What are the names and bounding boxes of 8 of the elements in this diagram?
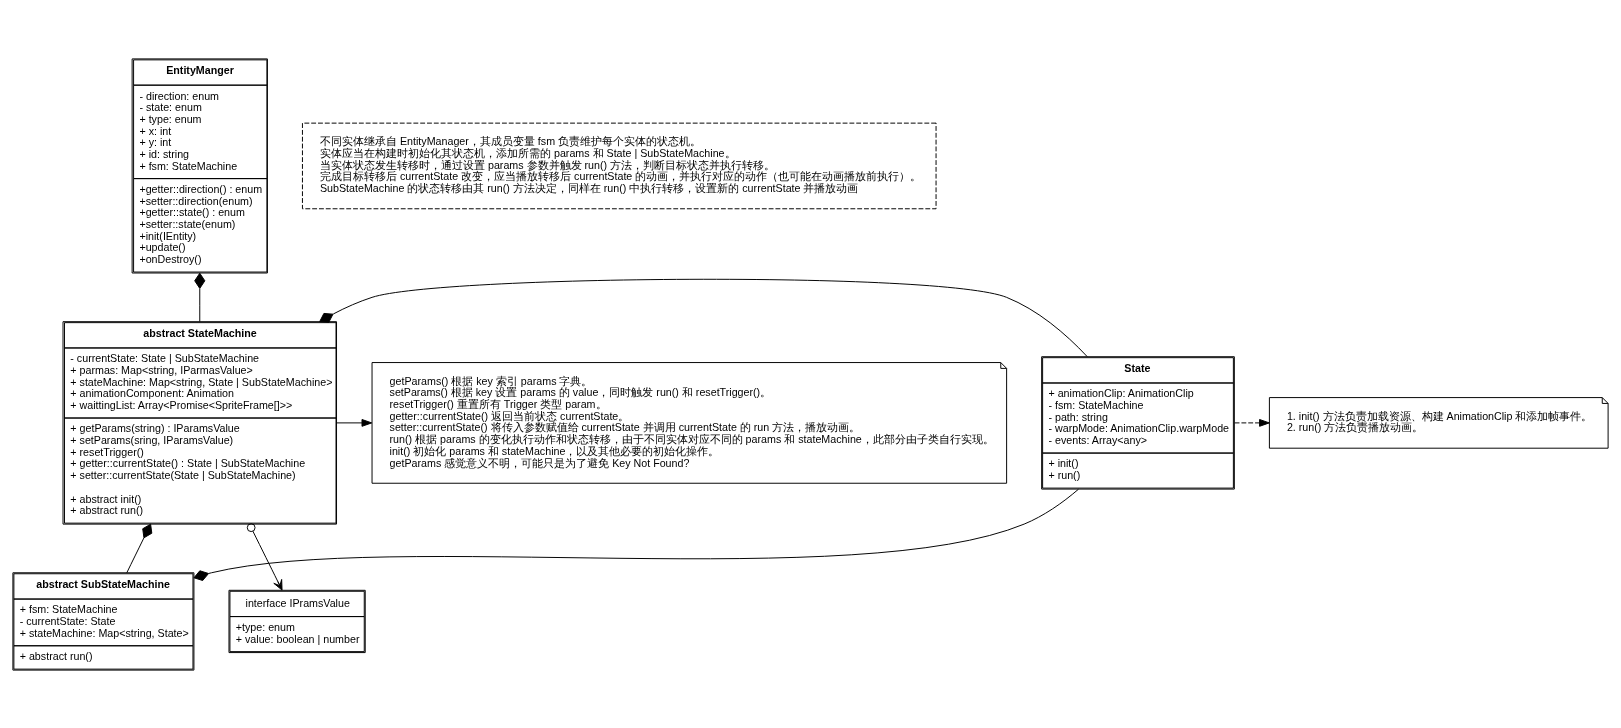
arrow xyxy=(336,418,373,427)
arrow xyxy=(246,522,283,591)
arrow xyxy=(1234,418,1270,427)
node-box: 不同实体继承自 EntityManager，其成员变量 fsm 负责维护每个实体的状态机。 实体应当在构建时初始化其状态机，添加所需的 params 和 State | SubStateMachine。 当实体状态发生转移时，通过设置 params 参数并触发 run() 方法，判断目标状态并执行转移。 完成目标转移后 currentState 改变，应当播放转移后 currentState 的动画，并执行对应的动作（也可能在动画播放前执行）。 SubStateMachine 的状态转移由其 run() 方法决定，同样在 run() 中执行转移，设置新的 currentState 并播放动画 xyxy=(301,122,937,209)
connector xyxy=(126,523,153,573)
connector xyxy=(194,272,206,322)
connector xyxy=(193,488,1079,581)
connector xyxy=(319,278,1088,357)
